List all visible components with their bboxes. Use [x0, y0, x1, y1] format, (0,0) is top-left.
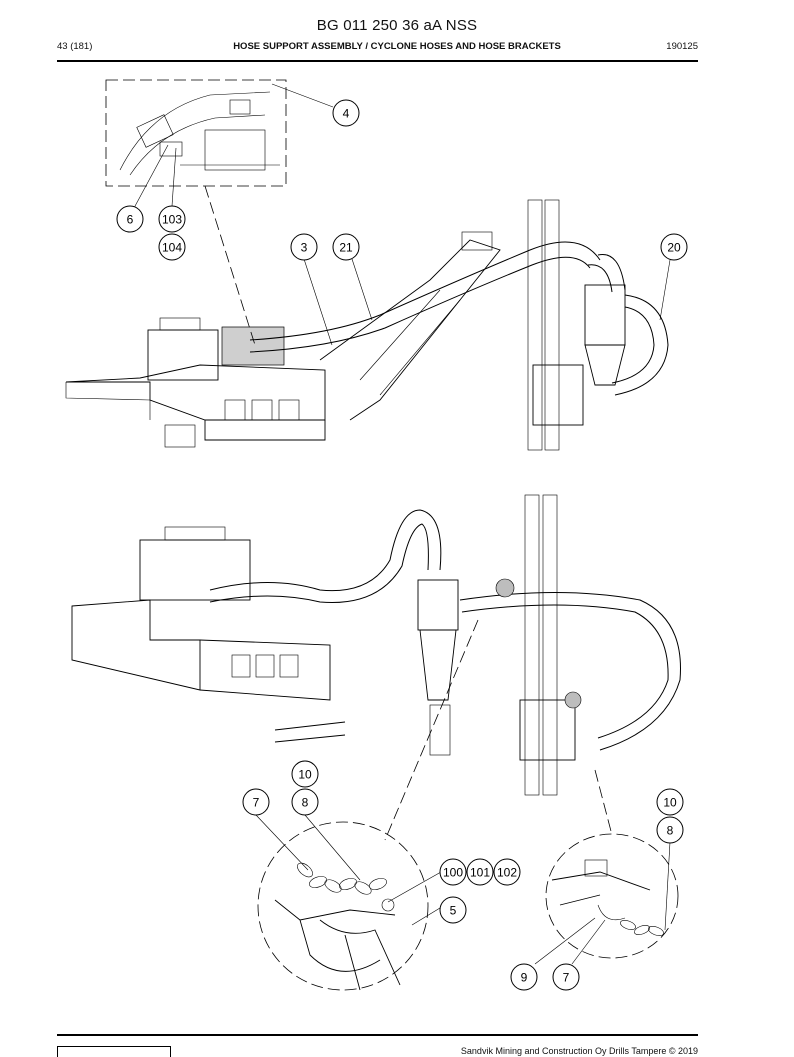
callout-8b: 8: [656, 816, 684, 844]
callout-label: 100: [443, 866, 463, 880]
chain-detail-left: [257, 821, 429, 991]
callout-label: 8: [667, 824, 674, 838]
callout-leaders: [133, 83, 671, 965]
callout-label: 3: [301, 241, 308, 255]
page-number: 43 (181): [57, 41, 93, 52]
callout-7a: 7: [242, 788, 270, 816]
date-code: 190125: [666, 41, 698, 52]
callout-label: 20: [667, 241, 681, 255]
callout-label: 103: [162, 213, 182, 227]
chain-detail-right: [545, 833, 679, 959]
callout-label: 7: [253, 796, 260, 810]
callout-3: 3: [290, 233, 318, 261]
callout-20: 20: [660, 233, 688, 261]
callout-9: 9: [510, 963, 538, 991]
callout-label: 7: [563, 971, 570, 985]
callout-label: 8: [302, 796, 309, 810]
callouts: 4 6 103 104 3 21 20 10 7 8 10 8 100 101 102 5 9 7: [116, 99, 688, 991]
footer-rule: [57, 1034, 698, 1036]
callout-104: 104: [158, 233, 186, 261]
callout-5: 5: [439, 896, 467, 924]
callout-6: 6: [116, 205, 144, 233]
callout-label: 6: [127, 213, 134, 227]
callout-label: 104: [162, 241, 182, 255]
callout-100: 100: [439, 858, 467, 886]
callout-10b: 10: [656, 788, 684, 816]
callout-101: 101: [466, 858, 494, 886]
callout-label: 9: [521, 971, 528, 985]
inset-detail: [105, 79, 287, 187]
callout-21: 21: [332, 233, 360, 261]
header-rule: [57, 60, 698, 62]
callout-label: 4: [343, 107, 350, 121]
callout-4: 4: [332, 99, 360, 127]
callout-label: 21: [339, 241, 353, 255]
upper-machine-view: [65, 185, 669, 451]
lower-machine-view: [71, 494, 681, 841]
callout-label: 10: [663, 796, 677, 810]
callout-label: 101: [470, 866, 490, 880]
callout-8a: 8: [291, 788, 319, 816]
document-title: BG 011 250 36 aA NSS: [316, 17, 478, 34]
callout-103: 103: [158, 205, 186, 233]
callout-label: 10: [298, 768, 312, 782]
callout-10a: 10: [291, 760, 319, 788]
callout-7b: 7: [552, 963, 580, 991]
callout-label: 102: [497, 866, 517, 880]
callout-102: 102: [493, 858, 521, 886]
copyright: Sandvik Mining and Construction Oy Drill…: [460, 1046, 698, 1056]
callout-label: 5: [450, 904, 457, 918]
sandvik-logo: [57, 1046, 171, 1057]
section-title: HOSE SUPPORT ASSEMBLY / CYCLONE HOSES AN…: [233, 41, 561, 52]
